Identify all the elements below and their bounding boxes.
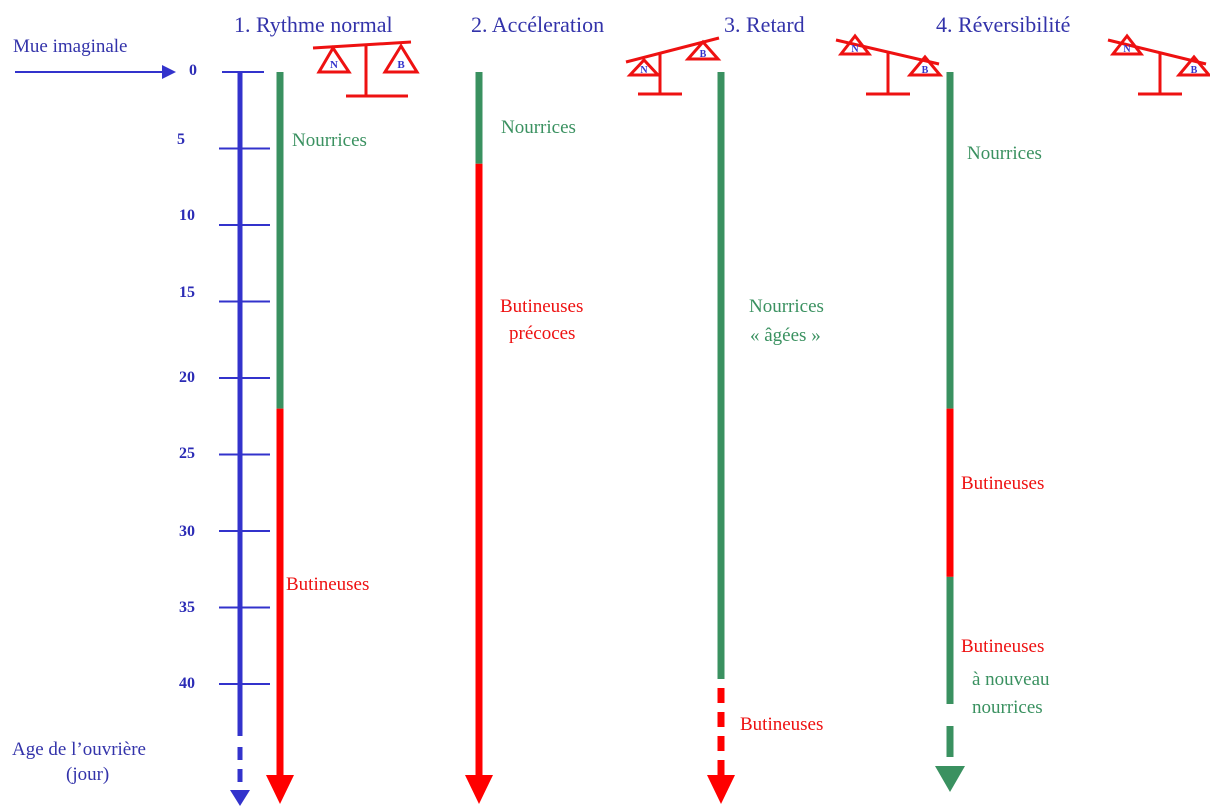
balance-right-label: B — [922, 65, 929, 76]
balance-right-label: B — [397, 59, 405, 71]
age-axis — [219, 71, 270, 806]
balance-icon-1: N B — [312, 40, 420, 98]
scenario-1-nurse-label: Nourrices — [292, 130, 367, 151]
scenario-title-3: 3. Retard — [724, 12, 805, 37]
scenario-2-forager-label-line1: Butineuses — [500, 296, 584, 317]
scenario-2-forager-label-line2: précoces — [509, 323, 576, 344]
tick-label-15: 15 — [179, 284, 195, 301]
scenario-4-forager-label: Butineuses — [961, 473, 1045, 494]
balance-icon-2: N B — [625, 36, 722, 96]
tick-label-40: 40 — [179, 675, 195, 692]
tick-label-10: 10 — [179, 207, 195, 224]
scenario-title-4: 4. Réversibilité — [936, 12, 1071, 37]
scenario-title-2: 2. Accéleration — [471, 12, 605, 37]
scenario-4-nurse-again-label-line2: nourrices — [972, 697, 1043, 718]
scenario-3-arrowhead — [707, 775, 735, 804]
scenario-1-arrowhead — [266, 775, 294, 804]
worker-age-label-line2: (jour) — [66, 764, 110, 785]
scenario-4-nurse-label: Nourrices — [967, 143, 1042, 164]
tick-label-30: 30 — [179, 523, 195, 540]
scenario-2-nurse-label: Nourrices — [501, 117, 576, 138]
axis-tick-lines — [219, 71, 270, 685]
scenario-3-nurse-label-line1: Nourrices — [749, 296, 824, 317]
balance-right-label: B — [700, 49, 707, 60]
scenario-4-nurse-again-label-line1: à nouveau — [972, 669, 1050, 690]
scenario-bars — [266, 72, 965, 804]
balance-icon-3: N B — [835, 33, 944, 96]
age-axis-arrowhead — [230, 790, 250, 806]
balance-left-label: N — [640, 65, 648, 76]
imaginal-molt-arrow — [15, 65, 176, 79]
tick-label-0: 0 — [189, 62, 197, 79]
tick-label-25: 25 — [179, 445, 195, 462]
scenario-4-arrowhead — [935, 766, 965, 792]
scenario-1-forager-label: Butineuses — [286, 574, 370, 595]
scenario-2-arrowhead — [465, 775, 493, 804]
tick-label-5: 5 — [177, 131, 185, 148]
scenario-3-nurse-label-line2: « âgées » — [750, 325, 821, 346]
imaginal-molt-label: Mue imaginale — [13, 36, 128, 57]
scenario-4-forager-again-label: Butineuses — [961, 636, 1045, 657]
balance-icon-4: N B — [1107, 33, 1210, 96]
scenario-3-forager-label: Butineuses — [740, 714, 824, 735]
scenario-title-1: 1. Rythme normal — [234, 12, 393, 37]
balance-left-label: N — [330, 59, 338, 71]
worker-age-label-line1: Age de l’ouvrière — [12, 739, 146, 760]
tick-label-20: 20 — [179, 369, 195, 386]
tick-label-35: 35 — [179, 599, 195, 616]
balance-left-label: N — [1123, 44, 1131, 55]
balance-left-label: N — [851, 44, 859, 55]
balance-right-label: B — [1191, 65, 1198, 76]
